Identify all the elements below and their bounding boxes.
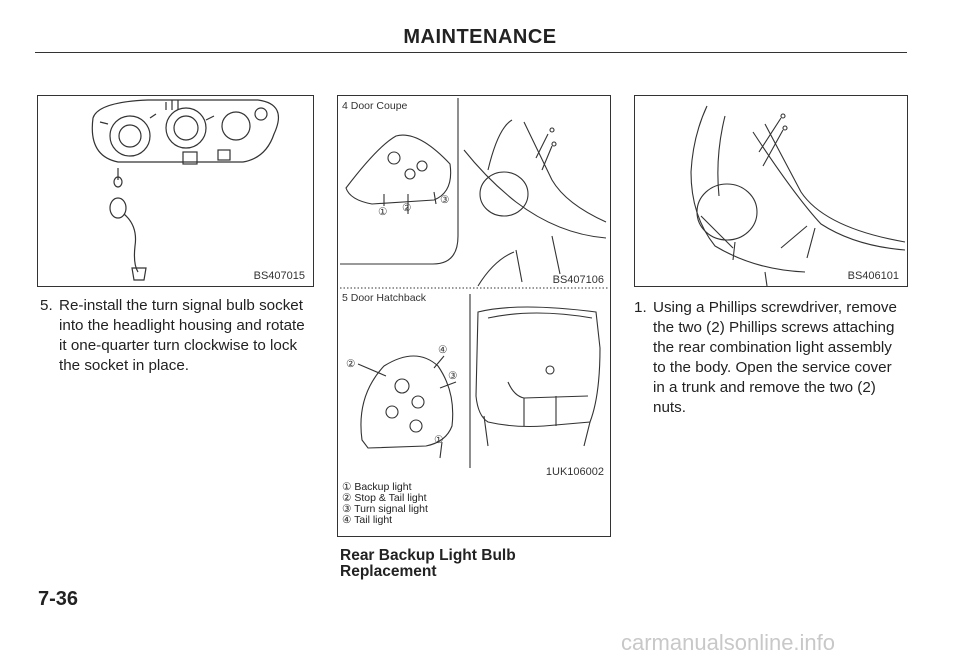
step-line: into the headlight housing and rotate (59, 317, 305, 334)
hatchback-figure-code: 1UK106002 (545, 466, 604, 478)
legend-item: ② Stop & Tail light (342, 492, 427, 504)
callout-3: ③ (448, 370, 458, 382)
step-line: to the body. Open the service cover (653, 359, 892, 376)
hatchback-label: 5 Door Hatchback (342, 292, 427, 304)
step-line: the two (2) Phillips screws attaching (653, 319, 895, 336)
step-number: 5. (40, 297, 53, 314)
step-1: 1. Using a Phillips screwdriver, remove … (634, 298, 934, 424)
rear-light-illustration (340, 98, 608, 468)
page-number: 7-36 (38, 588, 79, 610)
callout-4: ④ (438, 344, 448, 356)
step-5: 5. Re-install the turn signal bulb socke… (40, 296, 320, 386)
section-title: Rear Backup Light Bulb Replacement (340, 548, 516, 580)
figure-code: BS406101 (847, 270, 899, 282)
step-line: Using a Phillips screwdriver, remove (653, 299, 897, 316)
callout-2: ② (346, 358, 356, 370)
callout-1: ① (378, 206, 388, 218)
section-title-line: Rear Backup Light Bulb (340, 547, 516, 564)
callout-3: ③ (440, 194, 450, 206)
section-title-line: Replacement (340, 563, 437, 580)
rear-light-figure: 4 Door Coupe BS407106 5 Door Hatchback 1… (337, 95, 611, 537)
step-line: Re-install the turn signal bulb socket (59, 297, 303, 314)
figure-code: BS407015 (253, 270, 305, 282)
step-line: the rear combination light assembly (653, 339, 892, 356)
legend-item: ③ Turn signal light (342, 503, 428, 515)
combination-light-figure: BS406101 (634, 95, 908, 287)
step-line: in a trunk and remove the two (2) (653, 379, 876, 396)
callout-2: ② (402, 202, 412, 214)
step-number: 1. (634, 299, 647, 316)
legend: ① Backup light ② Stop & Tail light ③ Tur… (342, 482, 428, 526)
callout-1: ① (434, 434, 444, 446)
headlight-figure: BS407015 (37, 95, 314, 287)
combination-light-illustration (690, 105, 906, 286)
step-line: the socket in place. (59, 357, 190, 374)
coupe-label: 4 Door Coupe (342, 100, 408, 112)
legend-item: ① Backup light (342, 481, 412, 493)
coupe-figure-code: BS407106 (552, 274, 604, 286)
headlight-illustration (91, 99, 279, 281)
legend-item: ④ Tail light (342, 514, 393, 526)
step-line: it one-quarter turn clockwise to lock (59, 337, 298, 354)
page-header-title: MAINTENANCE (403, 26, 557, 48)
header-rule (35, 52, 907, 53)
footer-watermark: carmanualsonline.info (621, 630, 836, 655)
step-line: nuts. (653, 399, 686, 416)
